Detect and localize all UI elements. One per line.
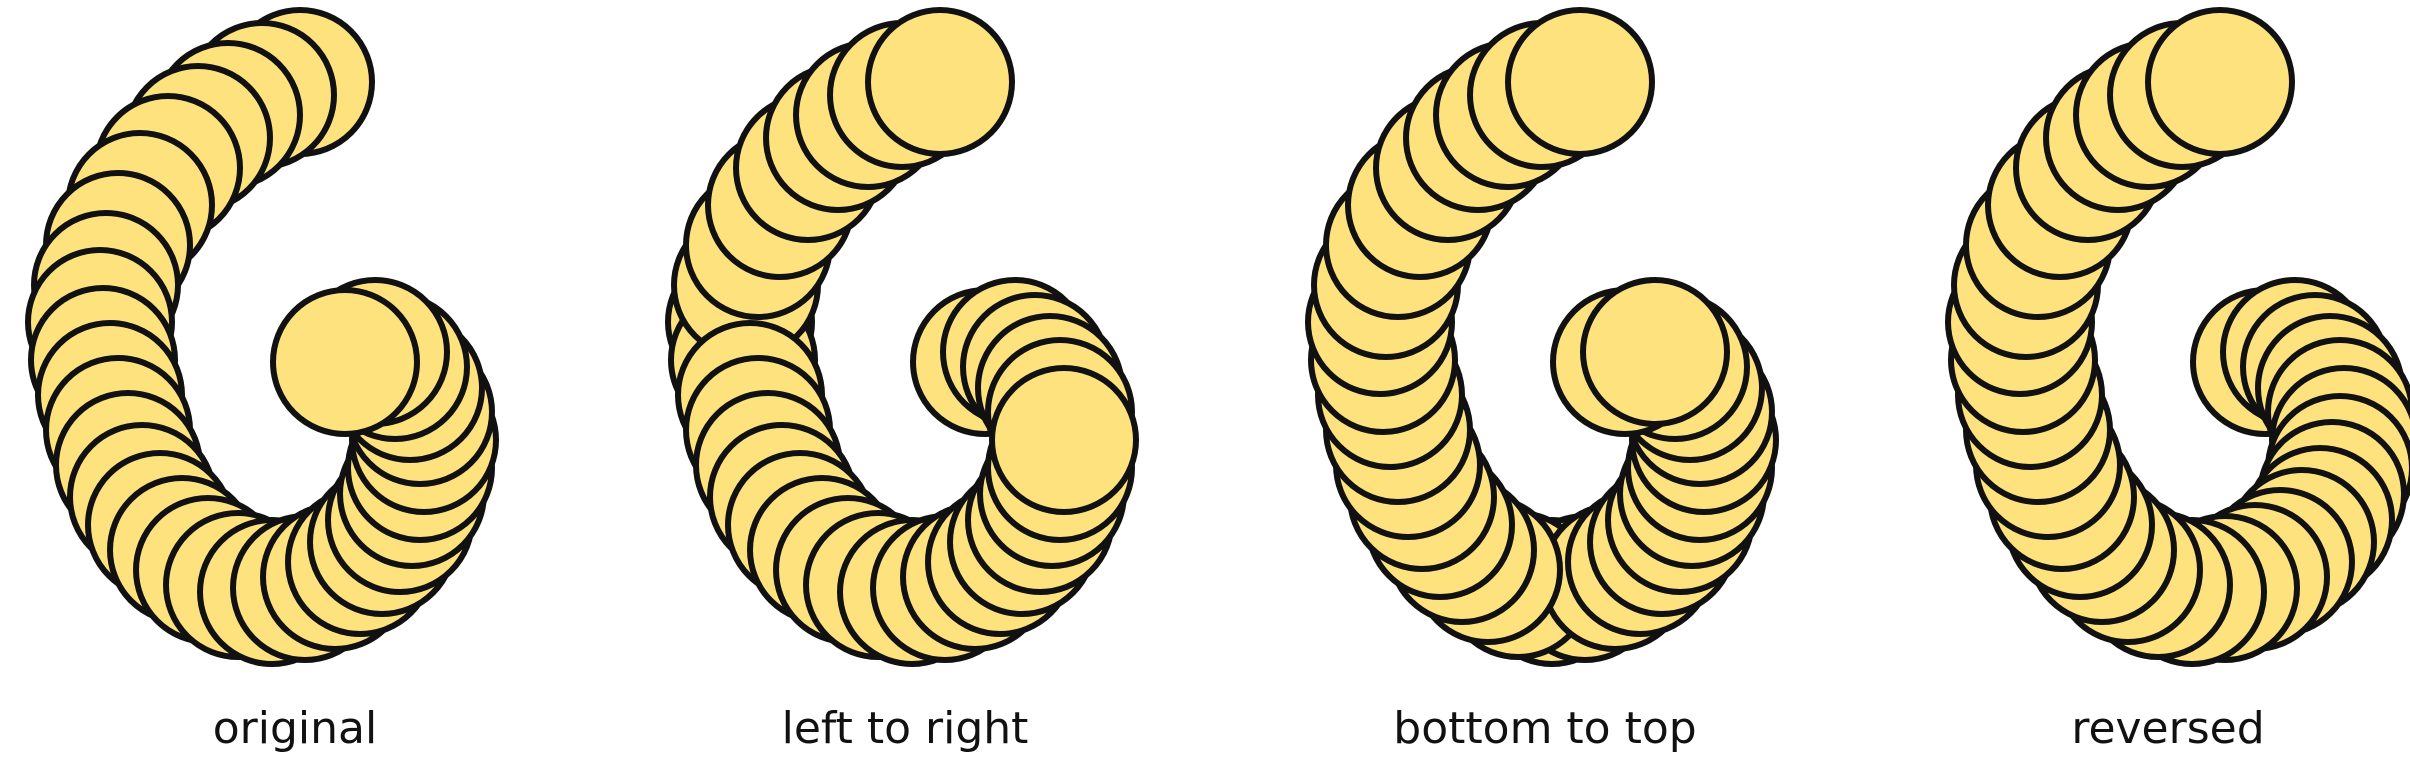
panel-bottom-to-top: bottom to top [1305,7,1779,754]
circle-spiral [1305,7,1779,667]
circle-spiral [665,7,1139,667]
panel-reversed: reversed [1945,7,2410,754]
panel-caption: bottom to top [1393,703,1696,754]
spiral-circle [270,287,420,437]
spiral-circle [989,365,1139,515]
spiral-circle [1505,7,1655,157]
spiral-circle [2145,7,2295,157]
panel-left-to-right: left to right [665,7,1139,754]
panel-caption: left to right [782,703,1029,754]
circle-spiral [25,7,499,667]
spiral-circle [865,7,1015,157]
spiral-circle [1580,277,1730,427]
panel-caption: original [213,703,377,754]
circle-spiral [1945,7,2410,667]
panel-original: original [25,7,499,754]
panel-caption: reversed [2071,703,2264,754]
